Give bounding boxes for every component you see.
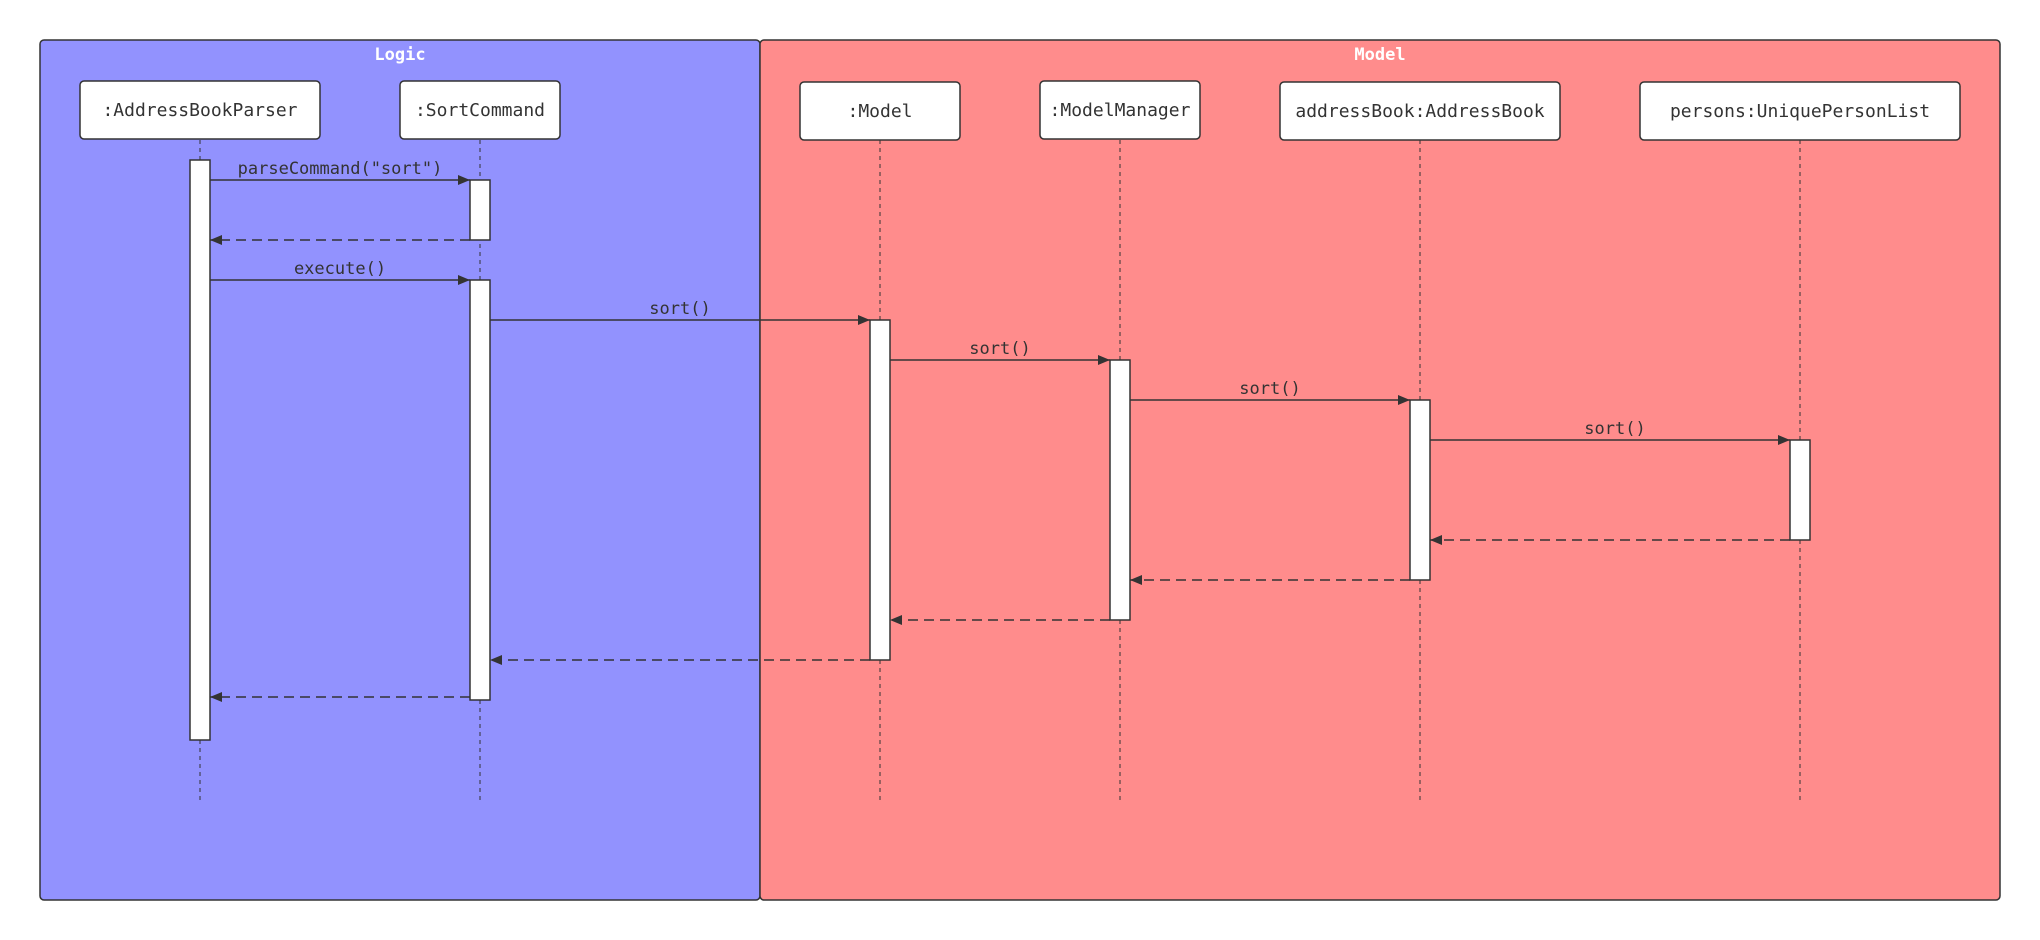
- message-sort-to-address-book-label: sort(): [1239, 379, 1300, 399]
- participant-model: :Model: [799, 81, 961, 141]
- activation-address-book-parser: [189, 159, 211, 741]
- message-sort-to-model-label: sort(): [649, 299, 710, 319]
- participant-address-book: addressBook:AddressBook: [1279, 81, 1561, 141]
- logic-frame-title: Logic: [374, 45, 425, 65]
- activation-sort-command-execute: [469, 279, 491, 701]
- call-messages: [210, 175, 1790, 445]
- participant-label: :SortCommand: [415, 100, 545, 121]
- activation-model: [869, 319, 891, 661]
- activations: [189, 159, 1811, 741]
- activation-sort-command-parse: [469, 179, 491, 241]
- activation-address-book: [1409, 399, 1431, 581]
- participant-address-book-parser: :AddressBookParser: [79, 80, 321, 140]
- message-parse-command-label: parseCommand("sort"): [238, 159, 443, 179]
- activation-unique-person-list: [1789, 439, 1811, 541]
- model-frame: Model: [759, 39, 2001, 901]
- participant-model-manager: :ModelManager: [1039, 80, 1201, 140]
- message-sort-to-person-list-label: sort(): [1584, 419, 1645, 439]
- participant-sort-command: :SortCommand: [399, 80, 561, 140]
- participant-label: addressBook:AddressBook: [1295, 101, 1544, 122]
- return-messages: [210, 235, 1790, 702]
- message-sort-to-model-manager-label: sort(): [969, 339, 1030, 359]
- activation-model-manager: [1109, 359, 1131, 621]
- participant-label: persons:UniquePersonList: [1670, 101, 1930, 122]
- participant-label: :AddressBookParser: [102, 100, 297, 121]
- participant-label: :ModelManager: [1050, 100, 1191, 121]
- model-frame-title: Model: [1354, 45, 1405, 65]
- participant-unique-person-list: persons:UniquePersonList: [1639, 81, 1961, 141]
- message-execute-label: execute(): [294, 259, 386, 279]
- participant-label: :Model: [847, 101, 912, 122]
